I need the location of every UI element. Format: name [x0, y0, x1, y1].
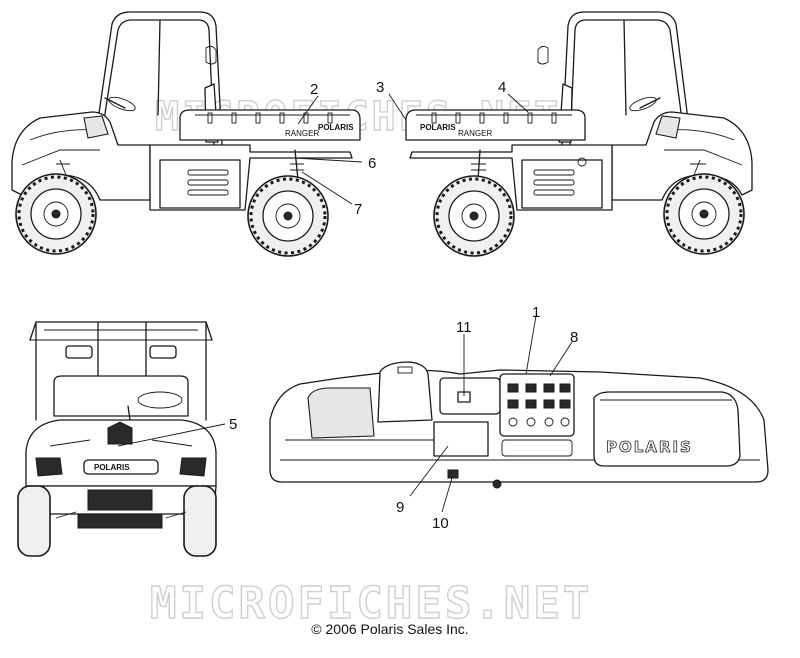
callout-2: 2 — [310, 81, 318, 98]
callout-5: 5 — [229, 416, 237, 433]
callout-6: 6 — [368, 155, 376, 172]
rear-wheel-left — [247, 175, 329, 257]
polaris-decal-right: POLARIS — [420, 123, 456, 132]
polaris-decal-front: POLARIS — [94, 463, 130, 472]
polaris-decal-dash: POLARIS — [606, 438, 693, 456]
callouts: 2 3 4 5 6 7 1 8 11 9 10 — [229, 79, 578, 532]
callout-11: 11 — [456, 319, 472, 336]
callout-1: 1 — [532, 304, 540, 321]
copyright-notice: © 2006 Polaris Sales Inc. — [311, 621, 469, 637]
callout-3: 3 — [376, 79, 384, 96]
ranger-decal-right: RANGER — [458, 129, 492, 138]
ranger-decal-left: RANGER — [285, 129, 319, 138]
callout-7: 7 — [354, 201, 362, 218]
callout-8: 8 — [570, 329, 578, 346]
callout-4: 4 — [498, 79, 506, 96]
vehicle-front-view: POLARIS — [17, 321, 217, 557]
leader-lines — [117, 93, 573, 513]
callout-9: 9 — [396, 499, 404, 516]
front-wheel-right — [663, 173, 745, 255]
vehicle-side-view-left: RANGER POLARIS — [11, 11, 361, 257]
vehicle-side-view-right: POLARIS RANGER — [405, 11, 753, 257]
polaris-decal-left: POLARIS — [318, 123, 354, 132]
dashboard-view: POLARIS — [269, 361, 769, 489]
front-wheel-left — [15, 173, 97, 255]
rear-wheel-right — [433, 175, 515, 257]
watermark-bottom: MICROFICHES.NET — [150, 578, 592, 629]
callout-10: 10 — [432, 515, 449, 532]
